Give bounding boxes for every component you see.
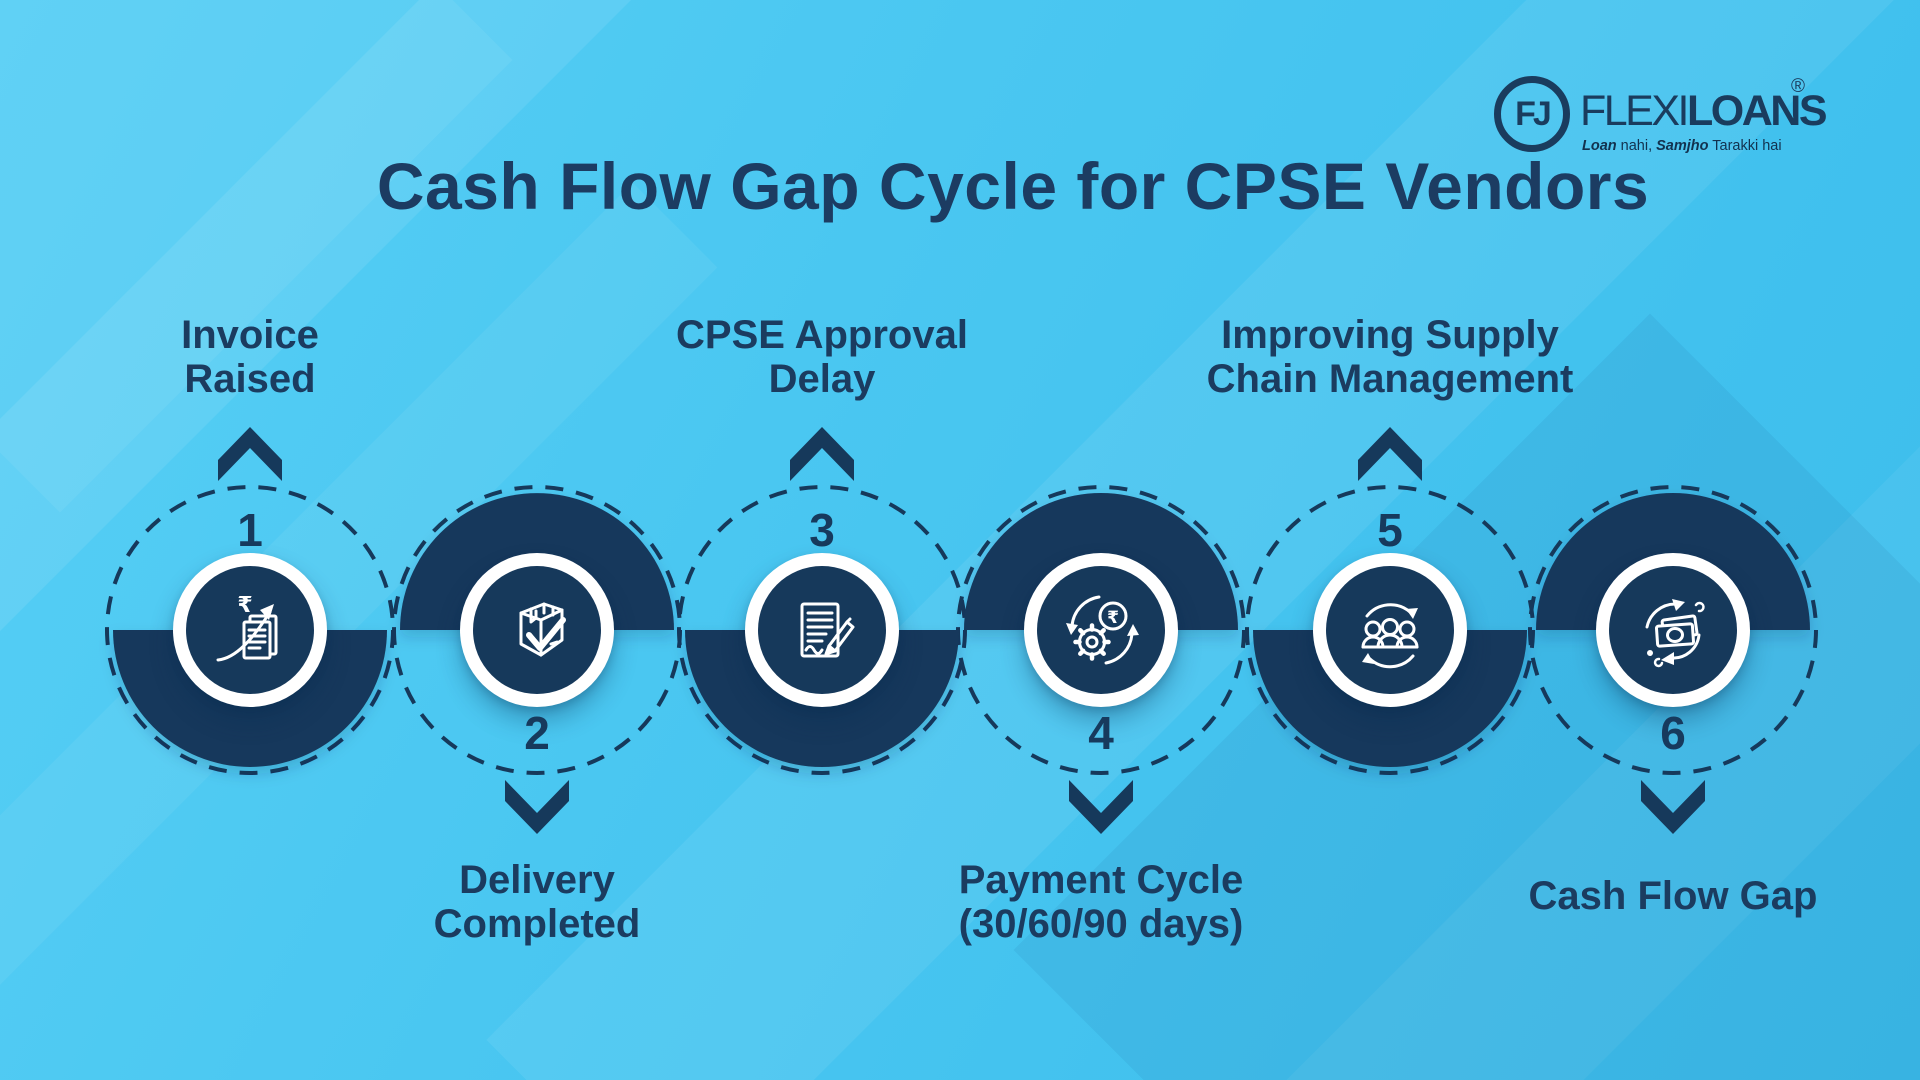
wordmark-flexi: FLEXI — [1580, 87, 1690, 135]
step-3-number: 3 — [809, 504, 835, 556]
step-2-number: 2 — [524, 707, 550, 759]
cash-cycle-icon — [1645, 599, 1705, 668]
step-6-label: Cash Flow Gap — [1528, 874, 1818, 918]
chevron-down-icon — [1069, 780, 1133, 834]
step-3-circle — [745, 553, 899, 707]
monogram-letters: FJ — [1515, 95, 1552, 133]
page-title: Cash Flow Gap Cycle for CPSE Vendors — [376, 149, 1650, 223]
package-check-icon — [519, 602, 566, 657]
step-2-circle — [460, 553, 614, 707]
chevron-down-icon — [505, 780, 569, 834]
chevron-up-icon — [790, 427, 854, 481]
flexiloans-wordmark: FLEXILOANS — [1580, 87, 1828, 135]
registered-trademark-icon: ® — [1791, 76, 1805, 97]
wave-half-discs — [113, 493, 1810, 767]
svg-text:₹: ₹ — [237, 593, 252, 618]
step-6-number: 6 — [1660, 707, 1686, 759]
step-6-circle — [1596, 553, 1750, 707]
step-4-circle: ₹ — [1024, 553, 1178, 707]
step-3-label: CPSE Approval Delay — [676, 313, 968, 401]
chevron-up-icon — [218, 427, 282, 481]
svg-text:₹: ₹ — [1107, 608, 1119, 628]
step-1-number: 1 — [237, 504, 263, 556]
flexiloans-monogram-icon: FJ — [1494, 76, 1570, 152]
step-2-label: Delivery Completed — [433, 858, 641, 946]
step-4-number: 4 — [1088, 707, 1114, 759]
step-4-label: Payment Cycle (30/60/90 days) — [958, 858, 1244, 946]
step-1-circle: ₹ — [173, 553, 327, 707]
step-5-number: 5 — [1377, 504, 1403, 556]
document-signing-icon — [800, 602, 855, 658]
wordmark-loans: LOANS — [1687, 87, 1828, 135]
chevron-down-icon — [1641, 780, 1705, 834]
step-5-circle — [1313, 553, 1467, 707]
brand-tagline: Loan nahi, Samjho Tarakki hai — [1582, 138, 1782, 154]
step-5-label: Improving Supply Chain Management — [1206, 313, 1574, 401]
payment-gear-cycle-icon: ₹ — [1066, 595, 1139, 665]
team-cycle-icon — [1361, 603, 1419, 669]
chevron-arrows — [218, 427, 1705, 834]
invoice-growth-icon: ₹ — [216, 593, 278, 662]
step-1-label: Invoice Raised — [181, 313, 319, 401]
flexiloans-logo: FJ FLEXILOANS ® Loan nahi, Samjho Tarakk… — [1494, 74, 1828, 158]
chevron-up-icon — [1358, 427, 1422, 481]
